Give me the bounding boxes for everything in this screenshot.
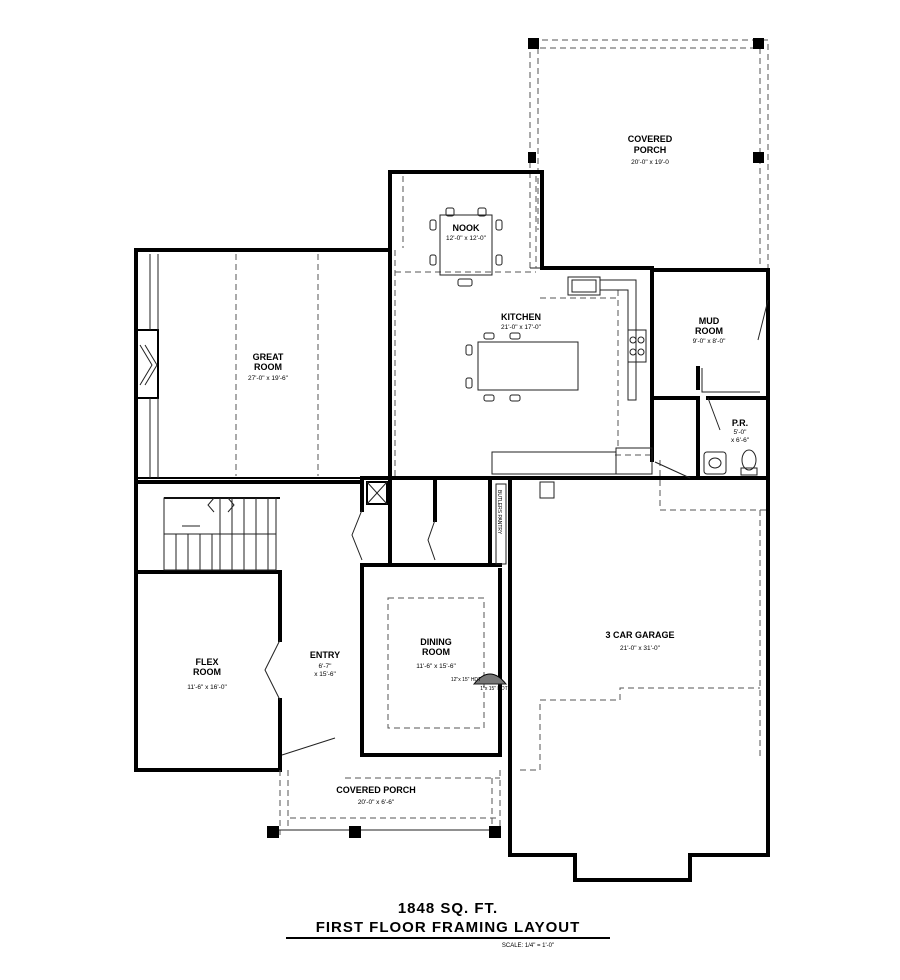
rear-porch-dims: 20'-0" x 19'-0	[631, 159, 669, 166]
mud-room-dims: 9'-0" x 8'-0"	[693, 338, 726, 345]
kitchen-dims: 21'-0" x 17'-0"	[501, 324, 542, 331]
fireplace	[135, 254, 159, 478]
mud-room-name-1: MUD	[699, 316, 720, 326]
plan-area: 1848 SQ. FT.	[398, 900, 498, 917]
entry-closet	[264, 481, 507, 756]
beam-lines	[235, 176, 768, 835]
flex-room-name-2: ROOM	[193, 667, 221, 677]
great-room-name-2: ROOM	[254, 362, 282, 372]
mud-room-name-2: ROOM	[695, 326, 723, 336]
kitchen-name: KITCHEN	[501, 312, 541, 322]
nook-name: NOOK	[453, 223, 481, 233]
flex-room-name-1: FLEX	[195, 657, 218, 667]
great-room-name-1: GREAT	[253, 352, 284, 362]
dining-room-name-2: ROOM	[422, 647, 450, 657]
front-porch-name: COVERED PORCH	[336, 785, 416, 795]
room-labels: COVERED PORCH 20'-0" x 19'-0 NOOK 12'-0"…	[187, 134, 749, 806]
entry-name: ENTRY	[310, 650, 340, 660]
garage-name: 3 CAR GARAGE	[605, 630, 674, 640]
dining-room-dims: 11'-6" x 15'-6"	[416, 663, 456, 670]
dining-arch	[472, 673, 508, 685]
powder-room-dims-1: 5'-0"	[734, 429, 748, 436]
plan-title: FIRST FLOOR FRAMING LAYOUT	[316, 919, 581, 936]
rear-porch-name-1: COVERED	[628, 134, 673, 144]
header-note-2: 1"x 15" HDT	[480, 686, 507, 692]
garage-dims: 21'-0" x 31'-0"	[620, 645, 661, 652]
butlers-pantry-label: BUTLERS PANTRY	[496, 490, 502, 535]
exterior-walls	[134, 170, 770, 882]
front-porch-dims: 20'-0" x 6'-6"	[358, 799, 395, 806]
header-note-1: 12"x 15" HDT	[451, 677, 481, 683]
stairs	[163, 497, 277, 571]
kitchen-fixtures	[465, 276, 653, 499]
powder-room-name: P.R.	[732, 418, 748, 428]
mudroom-fixtures	[654, 299, 769, 479]
flex-room-dims: 11'-6" x 16'-0"	[187, 684, 227, 691]
dining-room-name-1: DINING	[420, 637, 452, 647]
rear-covered-porch	[528, 38, 769, 269]
rear-porch-name-2: PORCH	[634, 145, 667, 155]
nook-table	[429, 207, 503, 287]
title-block: 1848 SQ. FT. FIRST FLOOR FRAMING LAYOUT …	[286, 900, 610, 949]
plan-scale: SCALE: 1/4" = 1'-0"	[502, 943, 554, 949]
entry-dims-2: x 15'-6"	[314, 671, 336, 678]
entry-dims-1: 6'-7"	[319, 663, 333, 670]
great-room-dims: 27'-0" x 19'-6"	[248, 375, 289, 382]
powder-room-dims-2: x 6'-6"	[731, 437, 750, 444]
nook-dims: 12'-0" x 12'-0"	[446, 235, 487, 242]
front-porch-posts	[267, 826, 501, 838]
